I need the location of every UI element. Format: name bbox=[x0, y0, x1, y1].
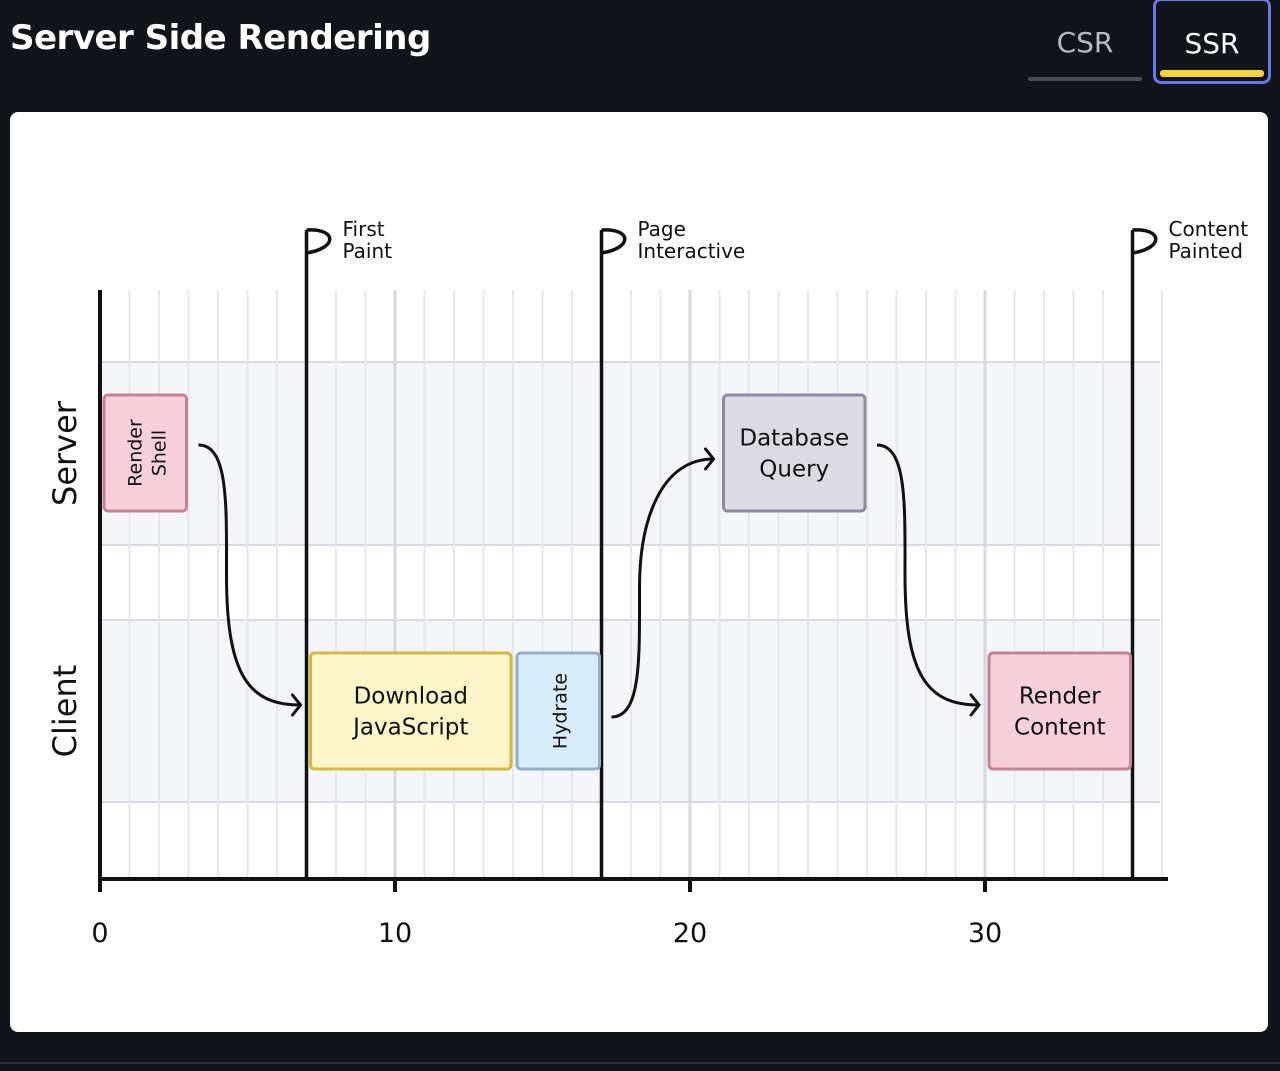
row-label: Server bbox=[46, 400, 84, 506]
arrow-connector bbox=[611, 457, 714, 719]
row-label: Client bbox=[46, 665, 84, 758]
task-label-line: Download bbox=[354, 684, 468, 710]
arrowhead-icon bbox=[969, 693, 981, 717]
task-label-line: Content bbox=[1014, 715, 1105, 741]
arrow-connector bbox=[198, 443, 301, 707]
arrowhead-icon bbox=[291, 693, 303, 717]
task-label-line: Hydrate bbox=[549, 673, 571, 749]
tab-label: SSR bbox=[1184, 27, 1240, 60]
milestone-label-line: Painted bbox=[1169, 239, 1244, 263]
arrowhead-icon bbox=[704, 447, 716, 471]
x-tick-label: 10 bbox=[378, 918, 412, 949]
task-label-line: Shell bbox=[148, 430, 170, 476]
flag-icon bbox=[601, 228, 627, 255]
task-label-line: Query bbox=[759, 457, 829, 483]
task-box bbox=[722, 393, 867, 513]
task-label-line: Database bbox=[739, 426, 849, 452]
x-tick-label: 20 bbox=[673, 918, 707, 949]
tab-indicator bbox=[1028, 77, 1142, 81]
tab-label: CSR bbox=[1056, 26, 1114, 59]
page-title: Server Side Rendering bbox=[10, 18, 431, 58]
task-box bbox=[515, 651, 601, 771]
task-box bbox=[102, 393, 188, 513]
task-box bbox=[987, 651, 1132, 771]
milestone-label-line: Paint bbox=[343, 239, 393, 263]
task-label-line: Render bbox=[1019, 684, 1101, 710]
tab-indicator-active bbox=[1160, 70, 1264, 77]
milestone-label-line: Interactive bbox=[638, 239, 746, 263]
arrow-connector bbox=[876, 443, 980, 707]
task-label: Hydrate bbox=[549, 673, 571, 749]
x-tick-label: 0 bbox=[91, 918, 108, 949]
task-label-line: JavaScript bbox=[351, 715, 468, 741]
divider bbox=[0, 1062, 1280, 1064]
task-box bbox=[309, 651, 513, 771]
flag-icon bbox=[1132, 228, 1158, 255]
milestone-label-line: Page bbox=[638, 217, 686, 241]
milestone-label-line: Content bbox=[1169, 217, 1249, 241]
task-label-line: Render bbox=[124, 419, 146, 487]
flag-icon bbox=[306, 228, 332, 255]
x-tick-label: 30 bbox=[968, 918, 1002, 949]
tab-csr[interactable]: CSR bbox=[1028, 0, 1142, 84]
tab-ssr[interactable]: SSR bbox=[1153, 0, 1271, 84]
milestone-label-line: First bbox=[343, 217, 385, 241]
